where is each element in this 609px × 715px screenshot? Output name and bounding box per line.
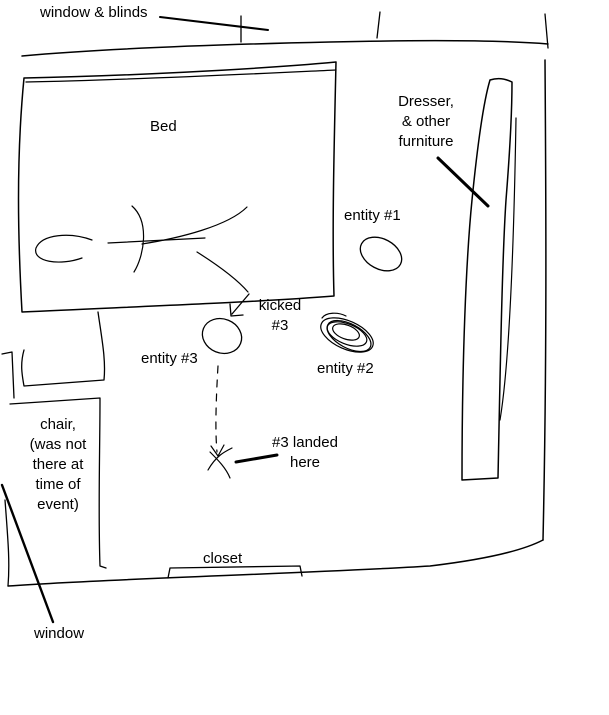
dresser-label-line: & other [401, 113, 451, 130]
window-blinds-leader [159, 16, 269, 31]
chair-label-line: chair, [40, 416, 76, 433]
bed-squiggle-mid [107, 205, 206, 273]
chair-label: chair, (was not there at time of event) [16, 415, 100, 515]
window-leader [0, 483, 55, 624]
right-wall [542, 59, 547, 541]
closet-label: closet [203, 550, 243, 567]
trajectory-arrowhead [210, 444, 225, 457]
kicked-label-line: kicked [258, 297, 302, 314]
bed-outline [17, 61, 337, 313]
landed-leader [234, 453, 279, 464]
chair-label-line: (was not [29, 436, 87, 453]
landing-x-mark [207, 447, 233, 479]
chair-outline [9, 397, 107, 569]
window-label: window [34, 625, 85, 642]
landed-label-line: here [289, 454, 321, 471]
dresser-label: Dresser, & other furniture [384, 92, 468, 152]
entity-2-shape [320, 312, 374, 353]
bed-squiggle-left [35, 234, 93, 263]
entity-3-shape [201, 317, 243, 355]
entity-1-label: entity #1 [344, 207, 401, 224]
dresser-label-line: Dresser, [398, 93, 454, 110]
bottom-wall [7, 539, 544, 587]
dresser-inner-line [499, 117, 517, 421]
entity-3-label: entity #3 [141, 350, 198, 367]
kicked-arrow [229, 293, 250, 317]
trajectory-dashed [215, 365, 219, 453]
left-wall-bottom [4, 499, 10, 587]
top-wall [21, 39, 549, 57]
entity-2-label: entity #2 [317, 360, 374, 377]
kicked-label: kicked #3 [250, 296, 310, 336]
top-left-corner [376, 11, 381, 39]
left-alcove-wall [21, 311, 106, 387]
bed-label: Bed [150, 118, 177, 135]
top-right-corner [544, 13, 549, 49]
chair-label-line: time of [35, 476, 81, 493]
left-wall-top [1, 351, 15, 399]
landed-label: #3 landed here [262, 433, 348, 473]
chair-label-line: event) [37, 496, 79, 513]
bed-squiggle-right [141, 206, 248, 245]
dresser-label-line: furniture [398, 133, 454, 150]
window-blinds-label: window & blinds [40, 4, 148, 21]
chair-label-line: there at [32, 456, 84, 473]
bed-headboard-line [25, 69, 337, 83]
dresser-outline [461, 77, 513, 481]
closet-outline [167, 565, 303, 579]
bed-squiggle-tail [196, 251, 249, 293]
entity-1-shape [359, 236, 403, 272]
landed-label-line: #3 landed [272, 434, 338, 451]
kicked-label-line: #3 [271, 317, 289, 334]
dresser-leader [436, 156, 490, 208]
